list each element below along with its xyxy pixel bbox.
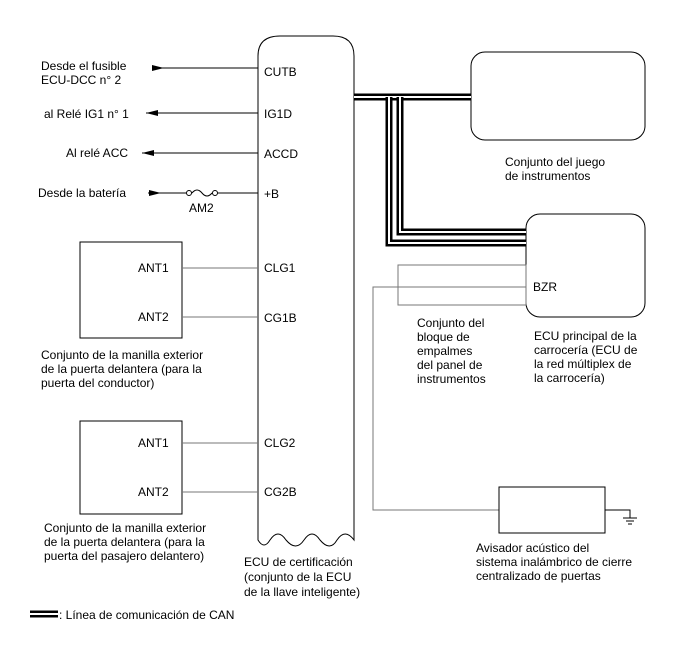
handle-driver-box bbox=[79, 241, 183, 339]
handle-passenger-ant1: ANT1 bbox=[138, 436, 169, 450]
body-ecu-caption-2: carrocería (ECU de bbox=[534, 343, 638, 357]
arrow-left-icon bbox=[146, 110, 158, 116]
junction-caption-4: del panel de bbox=[417, 358, 483, 372]
body-ecu-caption-1: ECU principal de la bbox=[534, 329, 637, 343]
handle-driver-ant1: ANT1 bbox=[138, 261, 169, 275]
junction-block-box bbox=[397, 264, 527, 306]
ecu-pin-clg2: CLG2 bbox=[264, 436, 296, 450]
instrument-cluster-box bbox=[470, 51, 646, 141]
body-ecu-box bbox=[525, 213, 646, 318]
handle-passenger-caption-1: Conjunto de la manilla exterior bbox=[44, 521, 206, 535]
ecu-pin-cg1b: CG1B bbox=[264, 311, 297, 325]
ecu-caption-line3: de la llave inteligente) bbox=[244, 585, 360, 599]
fuse-label-am2: AM2 bbox=[189, 201, 214, 215]
instruments-caption-2: de instrumentos bbox=[505, 169, 590, 183]
arrow-right-icon bbox=[152, 65, 164, 71]
ground-icon bbox=[623, 517, 637, 525]
junction-caption-2: bloque de bbox=[417, 330, 470, 344]
ecu-pin-cg2b: CG2B bbox=[264, 485, 297, 499]
label-desde-fusible-2: ECU-DCC n° 2 bbox=[41, 73, 121, 87]
buzzer-box bbox=[498, 486, 606, 534]
handle-driver-caption-2: de la puerta delantera (para la bbox=[41, 362, 202, 376]
junction-caption-3: empalmes bbox=[417, 344, 472, 358]
buzzer-caption-1: Avisador acústico del bbox=[476, 541, 589, 555]
body-ecu-pin-bzr: BZR bbox=[533, 280, 557, 294]
handle-passenger-box bbox=[79, 420, 183, 515]
ecu-pin-ig1d: IG1D bbox=[264, 107, 292, 121]
handle-driver-ant2: ANT2 bbox=[138, 310, 169, 324]
label-desde-bateria: Desde la batería bbox=[38, 186, 126, 200]
can-legend-label: : Línea de comunicación de CAN bbox=[59, 608, 234, 622]
arrow-right-icon bbox=[149, 190, 161, 196]
ecu-caption-line1: ECU de certificación bbox=[244, 555, 353, 569]
handle-passenger-ant2: ANT2 bbox=[138, 485, 169, 499]
ecu-caption-line2: (conjunto de la ECU bbox=[244, 570, 351, 584]
instruments-caption-1: Conjunto del juego bbox=[505, 155, 605, 169]
fuse-terminal bbox=[186, 190, 192, 196]
body-ecu-caption-4: la carrocería) bbox=[534, 371, 605, 385]
handle-driver-caption-1: Conjunto de la manilla exterior bbox=[41, 348, 203, 362]
arrow-left-icon bbox=[142, 150, 154, 156]
ecu-pin-clg1: CLG1 bbox=[264, 261, 296, 275]
handle-driver-caption-3: puerta del conductor) bbox=[41, 376, 154, 390]
ecu-pin-accd: ACCD bbox=[264, 147, 298, 161]
wire-buzzer-ground bbox=[605, 509, 631, 518]
label-rele-ig1: al Relé IG1 n° 1 bbox=[44, 107, 129, 121]
handle-passenger-caption-2: de la puerta delantera (para la bbox=[44, 535, 205, 549]
junction-caption-1: Conjunto del bbox=[417, 316, 484, 330]
buzzer-caption-2: sistema inalámbrico de cierre bbox=[476, 555, 632, 569]
certification-ecu-box bbox=[257, 35, 355, 547]
handle-passenger-caption-3: puerta del pasajero delantero) bbox=[44, 549, 204, 563]
junction-caption-5: instrumentos bbox=[417, 372, 486, 386]
ecu-pin-cutb: CUTB bbox=[264, 65, 297, 79]
can-bus-line bbox=[354, 93, 526, 247]
wire-bzr-to-buzzer bbox=[372, 286, 526, 511]
label-rele-acc: Al relé ACC bbox=[66, 146, 128, 160]
ecu-pin-b: +B bbox=[264, 187, 279, 201]
fuse-icon bbox=[191, 189, 213, 197]
label-desde-fusible-1: Desde el fusible bbox=[41, 59, 127, 73]
fuse-terminal bbox=[212, 190, 218, 196]
buzzer-caption-3: centralizado de puertas bbox=[476, 569, 601, 583]
body-ecu-caption-3: la red múltiplex de bbox=[534, 357, 632, 371]
